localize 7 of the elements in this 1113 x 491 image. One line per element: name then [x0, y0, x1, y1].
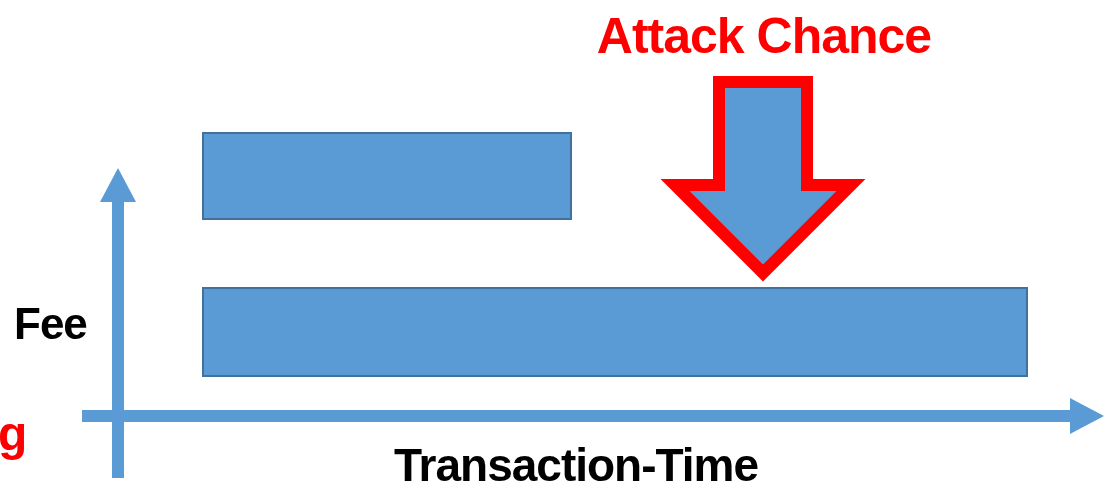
axis-label: Fee [14, 302, 87, 346]
axis-label: Transaction-Time [394, 442, 759, 488]
time-bar [202, 132, 572, 220]
time-bar [202, 287, 1028, 377]
callout-title: Attack Chance [596, 11, 932, 61]
block-arrow [660, 76, 866, 282]
text-fragment: g [0, 410, 27, 458]
